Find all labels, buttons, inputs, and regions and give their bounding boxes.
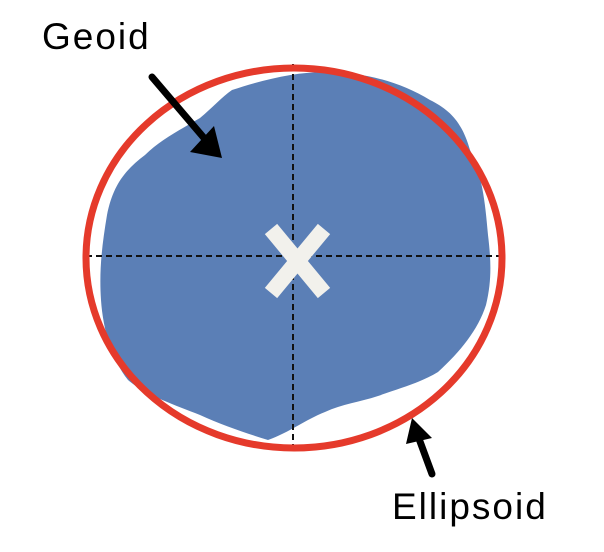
ellipsoid-label: Ellipsoid — [392, 486, 548, 527]
geoid-arrow-icon — [148, 73, 222, 158]
geoid-label: Geoid — [42, 16, 151, 57]
ellipsoid-arrow-icon — [406, 418, 436, 478]
ellipsoid-outline — [82, 64, 506, 452]
x-mark-icon — [264, 223, 331, 299]
